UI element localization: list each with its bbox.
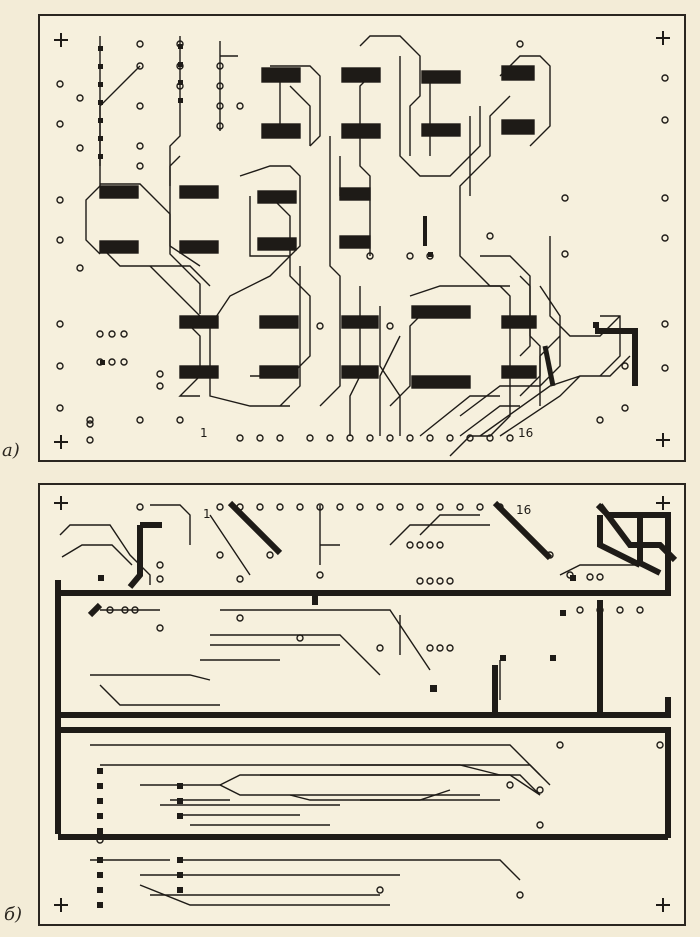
- component-side-traces: [54, 31, 670, 457]
- registration-cross-icon: [656, 898, 670, 912]
- pin-label-last: 16: [518, 426, 534, 440]
- pcb-solder-side-panel: 1 16: [38, 483, 686, 926]
- registration-cross-icon: [656, 496, 670, 510]
- panel-b-label: б): [4, 904, 23, 925]
- registration-cross-icon: [656, 31, 670, 45]
- registration-cross-icon: [54, 33, 68, 47]
- registration-cross-icon: [54, 496, 68, 510]
- pin-label-last: 16: [516, 503, 532, 517]
- registration-cross-icon: [54, 898, 68, 912]
- registration-cross-icon: [656, 433, 670, 447]
- panel-a-label: a): [2, 440, 20, 461]
- registration-cross-icon: [54, 435, 68, 449]
- pin-label-first: 1: [200, 426, 208, 440]
- solder-side-traces: [54, 496, 678, 912]
- pcb-component-side-panel: 1 16: [38, 14, 686, 462]
- pin-label-first: 1: [203, 507, 211, 521]
